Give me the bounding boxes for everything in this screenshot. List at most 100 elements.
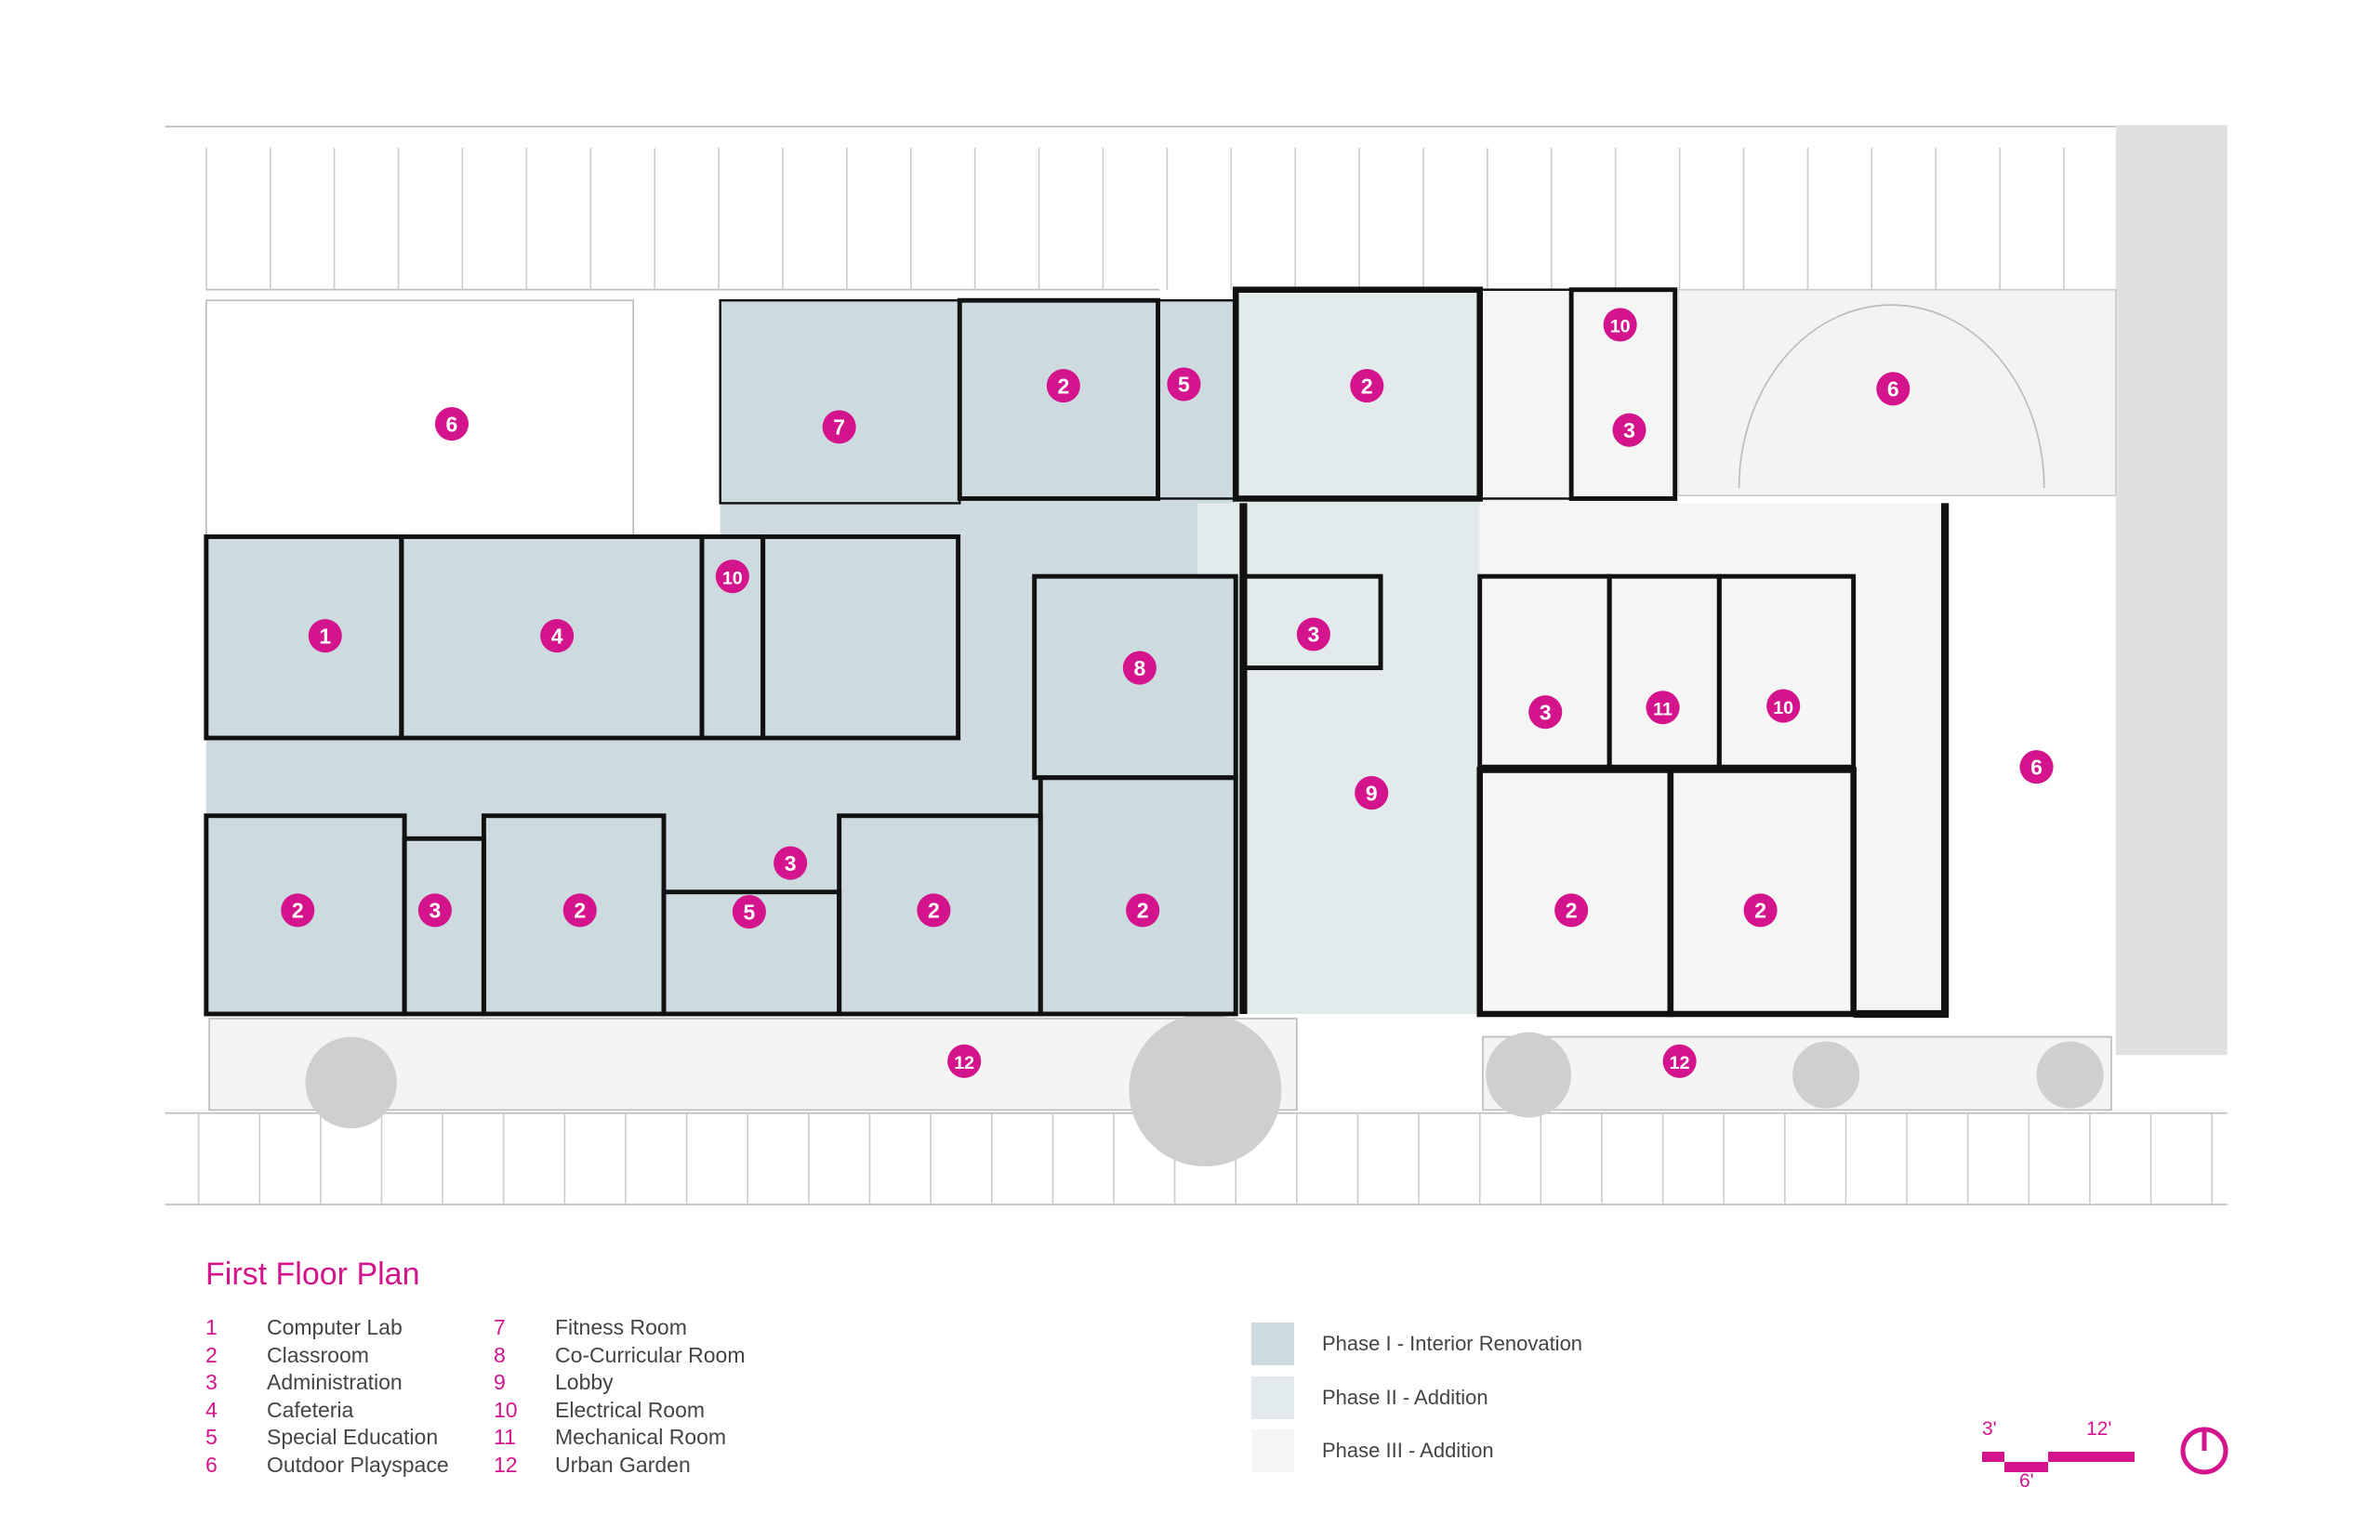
room-marker: 12 (947, 1044, 982, 1078)
marker-circle (1766, 689, 1801, 723)
phase-label: Phase II - Addition (1322, 1386, 1488, 1409)
marker-label: 6 (2030, 755, 2043, 779)
court-arc (1738, 304, 2045, 488)
marker-circle (917, 893, 951, 928)
marker-circle (1554, 893, 1589, 928)
phase-3-swatch (1251, 1429, 1294, 1472)
marker-label: 10 (1773, 698, 1793, 718)
room-marker: 3 (774, 846, 808, 880)
legend-label: Urban Garden (555, 1452, 691, 1477)
marker-circle (947, 1044, 982, 1078)
marker-label: 3 (1540, 700, 1552, 724)
marker-label: 3 (430, 899, 442, 923)
legend-num: 12 (494, 1452, 518, 1477)
legend-label: Special Education (267, 1425, 439, 1449)
walls (204, 286, 1950, 1019)
marker-label: 3 (1308, 623, 1320, 647)
room-marker: 9 (1355, 776, 1389, 810)
plan-title: First Floor Plan (205, 1257, 420, 1292)
room-marker: 2 (1554, 893, 1589, 928)
legend-label: Outdoor Playspace (267, 1452, 449, 1477)
marker-circle (1743, 893, 1778, 928)
room-marker: 2 (562, 893, 597, 928)
scale-segment (2004, 1462, 2048, 1472)
marker-circle (1646, 691, 1680, 725)
marker-label: 2 (1754, 899, 1766, 923)
legend-num: 3 (205, 1370, 218, 1394)
marker-circle (715, 559, 749, 594)
room-marker: 4 (540, 619, 575, 653)
room-marker: 2 (1126, 893, 1160, 928)
legend-label: Electrical Room (555, 1397, 706, 1422)
legend-item: 5 Special Education (205, 1424, 449, 1452)
marker-circle (417, 893, 452, 928)
marker-circle (1876, 372, 1911, 406)
room-marker: 2 (1350, 369, 1384, 403)
room-marker: 6 (1876, 372, 1911, 406)
legend-item: 11 Mechanical Room (494, 1424, 745, 1452)
legend-num: 5 (205, 1425, 218, 1449)
legend-label: Lobby (555, 1370, 614, 1394)
marker-label: 11 (1653, 699, 1673, 719)
room-marker: 12 (1662, 1044, 1697, 1078)
room-marker: 6 (434, 407, 469, 441)
marker-label: 2 (1361, 374, 1373, 398)
scale-label-6ft: 6' (2019, 1470, 2034, 1492)
phase-2-area (1197, 289, 1480, 1014)
marker-circle (732, 895, 766, 929)
marker-circle (562, 893, 597, 928)
room-marker: 6 (2019, 750, 2054, 784)
scale-label-3ft: 3' (1982, 1418, 1997, 1440)
marker-circle (1350, 369, 1384, 403)
marker-circle (2019, 750, 2054, 784)
room-marker: 10 (1766, 689, 1801, 723)
legend-num: 11 (494, 1425, 516, 1449)
marker-label: 2 (574, 899, 586, 923)
legend-label: Classroom (267, 1342, 369, 1367)
marker-circle (540, 619, 575, 653)
legend-item: 2 Classroom (205, 1342, 449, 1370)
marker-circle (1296, 617, 1330, 652)
marker-circle (1122, 651, 1157, 685)
marker-circle (1355, 776, 1389, 810)
marker-circle (434, 407, 469, 441)
phase-2-key: Phase II - Addition (1251, 1376, 1488, 1419)
marker-label: 5 (1178, 373, 1190, 397)
scale-segment (2048, 1452, 2135, 1462)
marker-label: 4 (551, 624, 563, 648)
marker-circle (1046, 369, 1080, 403)
room-marker: 3 (1528, 695, 1563, 730)
legend-label: Co-Curricular Room (555, 1342, 746, 1367)
room-marker: 10 (1603, 308, 1637, 342)
marker-circle (1662, 1044, 1697, 1078)
legend-num: 2 (205, 1342, 218, 1367)
legend-item: 12 Urban Garden (494, 1452, 745, 1480)
marker-label: 10 (722, 568, 743, 588)
marker-label: 2 (1057, 374, 1069, 398)
marker-label: 1 (319, 624, 331, 648)
marker-label: 12 (1670, 1053, 1690, 1073)
room-marker: 2 (1046, 369, 1080, 403)
marker-label: 12 (954, 1053, 974, 1073)
parking-stalls (205, 148, 2065, 290)
legend-label: Computer Lab (267, 1315, 403, 1339)
legend-label: Mechanical Room (555, 1425, 727, 1449)
room-marker: 11 (1646, 691, 1680, 725)
marker-circle (774, 846, 808, 880)
marker-label: 9 (1366, 781, 1378, 805)
marker-circle (281, 893, 315, 928)
marker-label: 2 (1137, 899, 1149, 923)
phase-3-key: Phase III - Addition (1251, 1429, 1494, 1472)
marker-label: 2 (928, 899, 940, 923)
phase-1-key: Phase I - Interior Renovation (1251, 1323, 1582, 1365)
marker-label: 3 (785, 851, 797, 875)
